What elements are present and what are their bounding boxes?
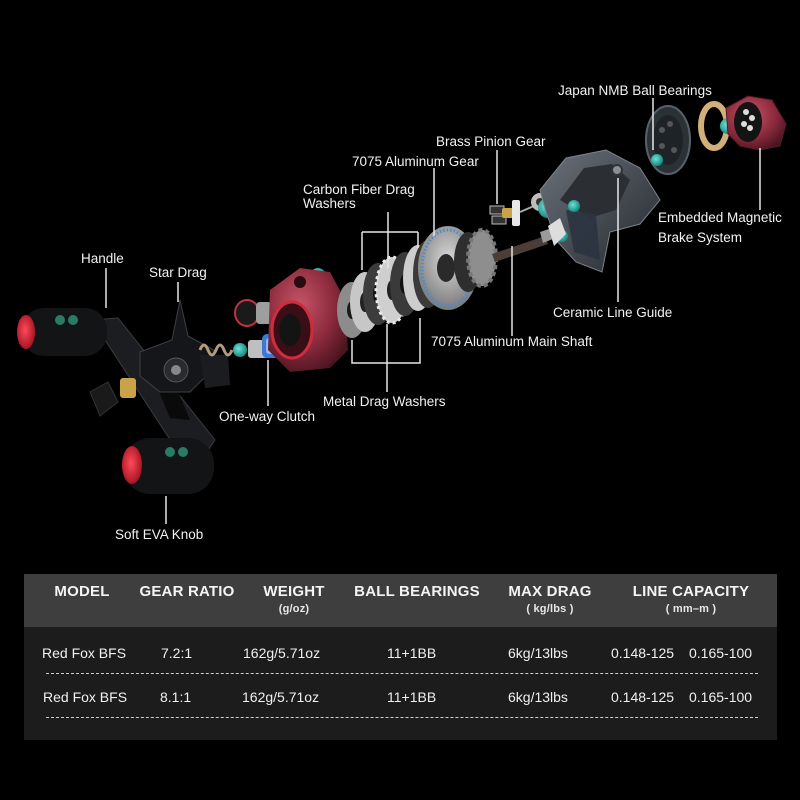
row-divider <box>46 673 758 674</box>
label-soft-eva-knob: Soft EVA Knob <box>115 527 204 542</box>
cell-gear-ratio: 8.1:1 <box>160 689 192 705</box>
table-row: Red Fox BFS 7.2:1 162g/5.71oz 11+1BB 6kg… <box>24 645 777 689</box>
column-header-unit: ( kg/lbs ) <box>526 603 574 615</box>
column-header-label: GEAR RATIO <box>139 583 235 600</box>
label-star-drag: Star Drag <box>149 265 207 280</box>
label-one-way-clutch: One-way Clutch <box>219 409 316 424</box>
column-header-line-capacity: LINE CAPACITY ( mm–m ) <box>616 583 766 615</box>
aluminum-gear-icon <box>418 226 498 310</box>
label-carbon-fiber-drag-washers-line2: Washers <box>303 196 356 211</box>
reel-frame-icon <box>538 149 661 273</box>
column-header-gear-ratio: GEAR RATIO <box>132 583 242 600</box>
exploded-reel-diagram: Handle Star Drag One-way Clutch Soft EVA… <box>17 83 787 542</box>
column-header-label: MAX DRAG <box>508 583 592 600</box>
cell-model: Red Fox BFS <box>43 689 128 705</box>
cell-line-capacity-2: 0.165-100 <box>689 645 753 661</box>
cell-max-drag: 6kg/13lbs <box>508 645 568 661</box>
column-header-label: MODEL <box>54 583 110 600</box>
star-drag-icon <box>139 299 230 393</box>
cell-line-capacity-1: 0.148-125 <box>611 645 675 661</box>
spec-table: MODEL GEAR RATIO WEIGHT (g/oz) BALL BEAR… <box>24 574 777 740</box>
cell-ball-bearings: 11+1BB <box>387 645 437 661</box>
label-embedded-magnetic-brake-line2: Brake System <box>658 230 743 245</box>
label-japan-nmb-ball-bearings: Japan NMB Ball Bearings <box>558 83 712 98</box>
cell-line-capacity-1: 0.148-125 <box>611 689 675 705</box>
label-aluminum-gear: 7075 Aluminum Gear <box>352 154 479 169</box>
label-ceramic-line-guide: Ceramic Line Guide <box>553 305 673 320</box>
cell-model: Red Fox BFS <box>42 645 127 661</box>
label-embedded-magnetic-brake: Embedded Magnetic <box>658 210 782 225</box>
cell-line-capacity-2: 0.165-100 <box>689 689 753 705</box>
column-header-unit: (g/oz) <box>278 603 310 615</box>
reel-parts-illustration <box>17 95 787 524</box>
column-header-ball-bearings: BALL BEARINGS <box>346 583 488 600</box>
table-row: Red Fox BFS 8.1:1 162g/5.71oz 11+1BB 6kg… <box>24 689 777 733</box>
magnetic-brake-icon <box>720 95 787 151</box>
cell-gear-ratio: 7.2:1 <box>161 645 193 661</box>
leader-lines <box>105 98 761 524</box>
cell-ball-bearings: 11+1BB <box>387 689 437 705</box>
label-brass-pinion-gear: Brass Pinion Gear <box>436 134 546 149</box>
label-aluminum-main-shaft: 7075 Aluminum Main Shaft <box>431 334 593 349</box>
cell-weight: 162g/5.71oz <box>242 689 320 705</box>
column-header-label: LINE CAPACITY <box>632 583 750 600</box>
column-header-unit: ( mm–m ) <box>665 603 717 615</box>
column-header-weight: WEIGHT (g/oz) <box>244 583 344 615</box>
label-carbon-fiber-drag-washers: Carbon Fiber Drag <box>303 182 415 197</box>
handle-icon <box>17 308 216 494</box>
column-header-model: MODEL <box>32 583 132 600</box>
label-handle: Handle <box>81 251 124 266</box>
label-metal-drag-washers: Metal Drag Washers <box>323 394 446 409</box>
spec-table-header: MODEL GEAR RATIO WEIGHT (g/oz) BALL BEAR… <box>24 574 777 627</box>
spool-icon <box>645 105 691 175</box>
cell-weight: 162g/5.71oz <box>243 645 321 661</box>
row-divider <box>46 717 758 718</box>
cell-max-drag: 6kg/13lbs <box>508 689 568 705</box>
column-header-label: BALL BEARINGS <box>354 583 480 600</box>
column-header-label: WEIGHT <box>263 583 325 600</box>
column-header-max-drag: MAX DRAG ( kg/lbs ) <box>496 583 604 615</box>
side-plate-icon <box>268 268 348 372</box>
